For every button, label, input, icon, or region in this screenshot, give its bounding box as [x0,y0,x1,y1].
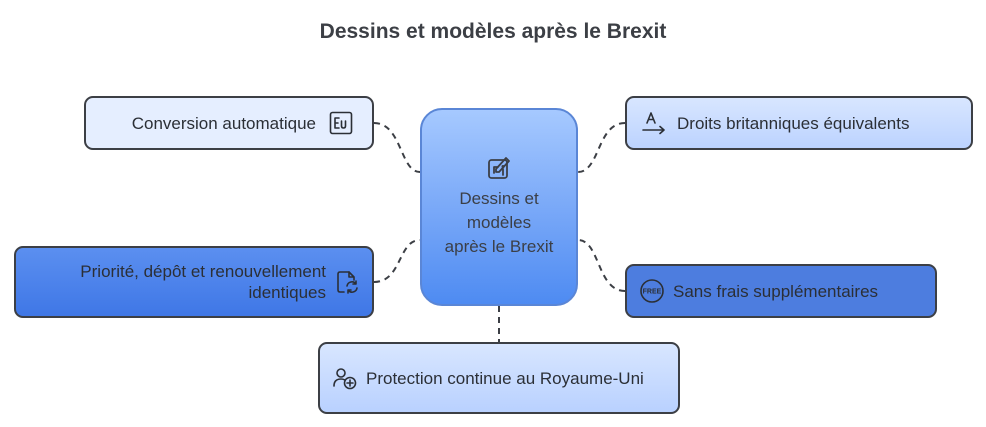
central-topic: Dessins et modèles après le Brexit [420,108,578,306]
text-transform-icon [641,110,667,136]
connector-priorite [373,239,421,283]
node-conversion-automatique: Conversion automatique [84,96,374,150]
node-sans-frais: FREE Sans frais supplémentaires [625,264,937,318]
design-tools-icon [486,155,512,181]
user-shield-icon [332,365,358,391]
node-conversion-label: Conversion automatique [131,113,316,133]
central-topic-label: Dessins et modèles après le Brexit [444,189,554,256]
connector-conversion [373,122,421,173]
node-sans-frais-label: Sans frais supplémentaires [673,281,879,301]
document-renew-icon [334,269,360,295]
node-priorite-depot: Priorité, dépôt et renouvellement identi… [14,246,374,318]
page-title: Dessins et modèles après le Brexit [319,20,667,43]
node-droits-label: Droits britanniques équivalents [677,113,910,133]
node-droits-britanniques: Droits britanniques équivalents [625,96,973,150]
free-badge-icon: FREE [639,278,665,304]
connector-sans-frais [577,239,626,292]
node-protection-label: Protection continue au Royaume-Uni [366,368,644,388]
eu-icon [328,110,354,136]
connector-droits [577,122,626,173]
node-priorite-label: Priorité, dépôt et renouvellement identi… [80,262,326,302]
node-protection-continue: Protection continue au Royaume-Uni [318,342,680,414]
svg-text:FREE: FREE [643,289,662,296]
